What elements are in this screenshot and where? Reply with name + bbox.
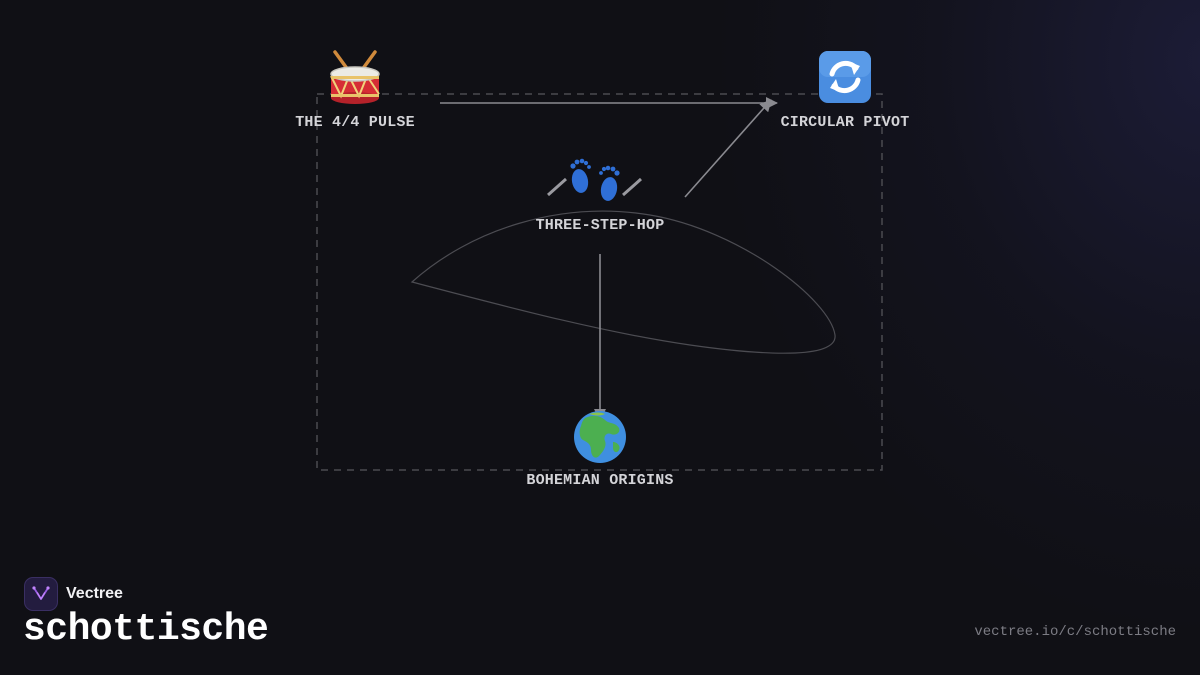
brand[interactable]: Vectree [24,577,123,611]
footprints-icon [480,151,720,209]
edge-hop-to-pivot [684,99,772,198]
node-three-step-hop[interactable]: THREE-STEP-HOP [480,151,720,234]
brand-name: Vectree [66,585,123,602]
node-label: BOHEMIAN ORIGINS [526,472,674,489]
node-label: CIRCULAR PIVOT [780,114,910,131]
globe-europe-africa-icon [480,406,720,464]
vectree-logo-icon [24,577,58,611]
node-bohemian-origins[interactable]: BOHEMIAN ORIGINS [480,406,720,489]
node-the-4-4-pulse[interactable]: THE 4/4 PULSE [235,48,475,131]
drum-icon [235,48,475,106]
decorative-loop-curve [410,210,836,354]
footer-url-link[interactable]: vectree.io/c/schottische [974,624,1176,640]
node-label: THE 4/4 PULSE [295,114,415,131]
node-circular-pivot[interactable]: CIRCULAR PIVOT [725,48,965,131]
page-title: schottische [23,608,269,651]
node-label: THREE-STEP-HOP [535,217,665,234]
dashed-frame [316,93,883,471]
counterclockwise-arrows-icon [725,48,965,106]
